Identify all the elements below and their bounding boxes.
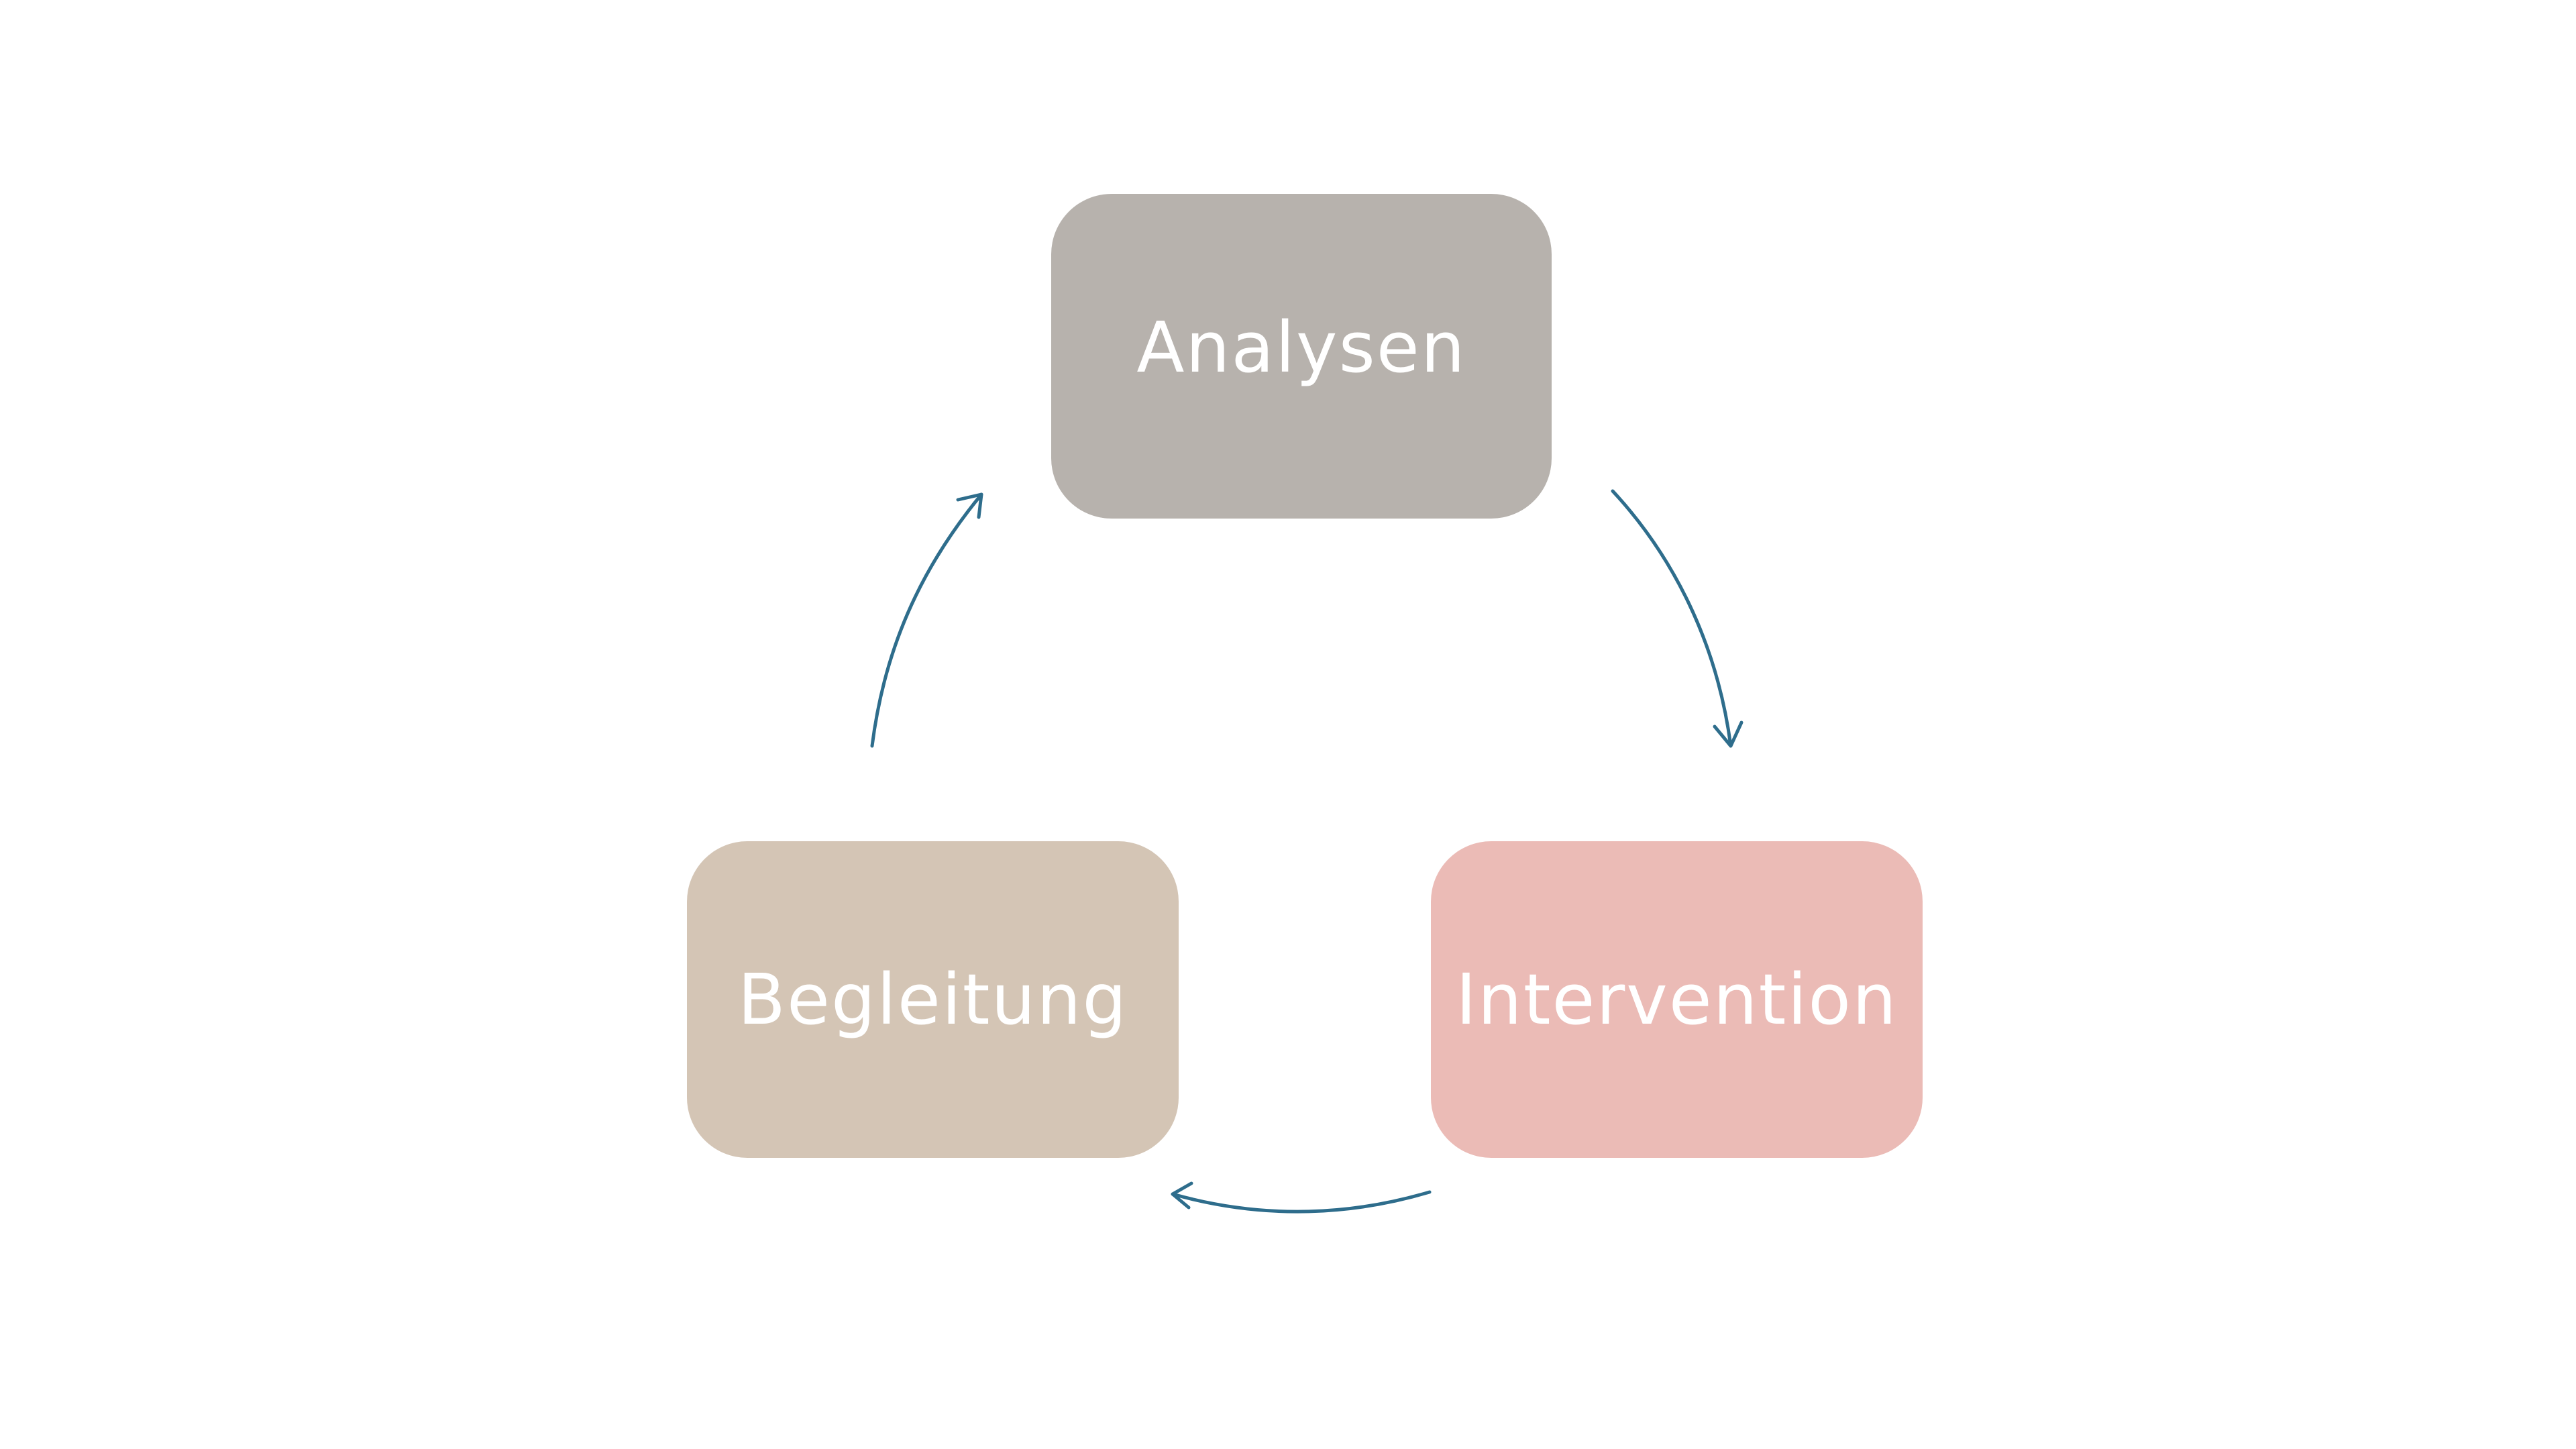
arrow-analysen-to-intervention <box>1611 489 1733 748</box>
arrowhead-intervention-to-begleitung <box>1171 1181 1193 1210</box>
node-analysen: Analysen <box>1051 194 1552 519</box>
node-intervention: Intervention <box>1431 841 1923 1158</box>
arrow-begleitung-to-analysen <box>870 492 983 748</box>
arrowhead-analysen-to-intervention <box>1713 720 1743 748</box>
node-intervention-label: Intervention <box>1456 959 1898 1040</box>
arrow-intervention-to-begleitung <box>1171 1190 1432 1214</box>
node-begleitung: Begleitung <box>687 841 1179 1158</box>
node-analysen-label: Analysen <box>1136 307 1466 388</box>
node-begleitung-label: Begleitung <box>737 959 1128 1040</box>
arrowhead-begleitung-to-analysen <box>956 492 983 519</box>
